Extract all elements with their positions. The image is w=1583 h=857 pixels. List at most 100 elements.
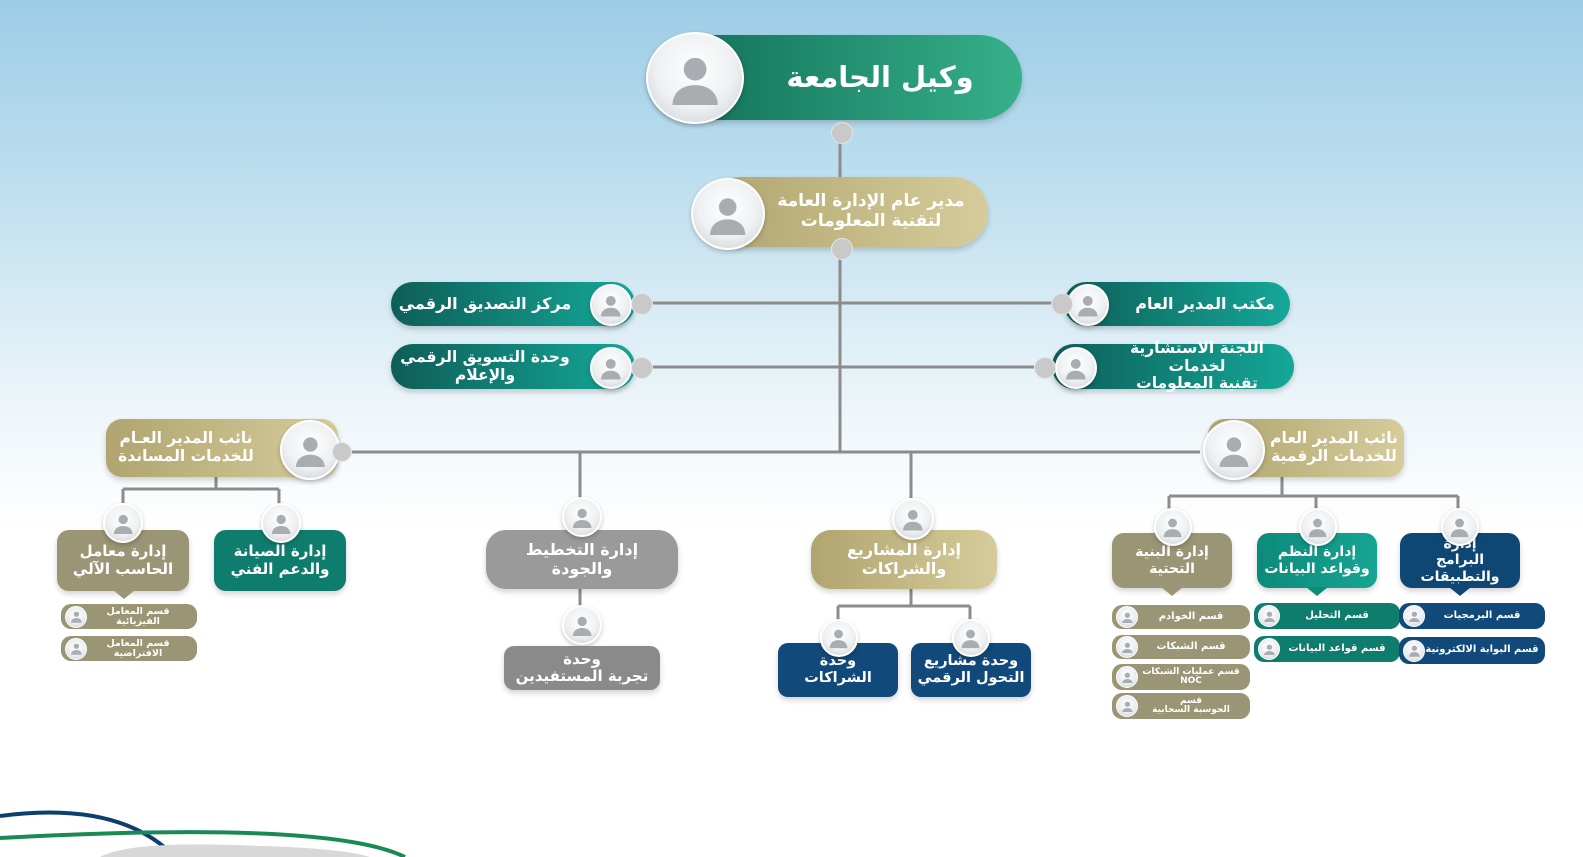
e-portal-section[interactable]: قسم البوابة الالكترونية	[1399, 637, 1545, 664]
deputy-support-line1: نائب المدير العـام	[119, 429, 253, 448]
noc-section[interactable]: قسم عمليات الشبكات NOC	[1112, 664, 1250, 690]
person-icon	[295, 436, 325, 468]
vice-rector-label: وكيل الجامعة	[786, 59, 974, 94]
digital-transformation-line1: وحدة مشاريع	[923, 653, 1019, 670]
maintenance-line2: والدعم الفني	[230, 559, 330, 578]
computer-labs-line1: إدارة معامل	[79, 542, 167, 561]
connector-dot	[332, 442, 352, 462]
beneficiary-experience-unit-box[interactable]: وحدة تجربة المستفيدين	[504, 646, 660, 690]
partnerships-avatar	[820, 619, 858, 657]
analysis-section[interactable]: قسم التحليل	[1254, 603, 1400, 629]
apps-avatar	[1441, 508, 1479, 546]
systems-line1: إدارة النظم	[1277, 544, 1357, 561]
computer-labs-avatar	[103, 503, 143, 543]
projects-line1: إدارة المشاريع	[846, 540, 962, 560]
section-label: NOC	[1180, 676, 1202, 686]
deputy-support-line2: للخدمات المساندة	[118, 447, 254, 465]
apps-line2: البرامج والتطبيقات	[1420, 552, 1500, 585]
projects-partnerships-dept-box[interactable]: إدارة المشاريع والشراكات	[811, 530, 997, 589]
physical-labs-section[interactable]: قسم المعامل الفيزيائية	[61, 604, 197, 629]
director-general-line2: لتقنية المعلومات	[800, 211, 942, 231]
infrastructure-dept-box[interactable]: إدارة البنية التحتية	[1112, 533, 1232, 588]
section-label: قسم المعامل	[106, 637, 170, 649]
person-icon	[1116, 666, 1138, 688]
digital-transformation-avatar	[952, 619, 990, 657]
director-general-avatar	[691, 178, 765, 250]
connector-dot	[1051, 293, 1073, 315]
person-icon	[65, 605, 87, 628]
person-icon	[1258, 605, 1280, 627]
person-icon	[1403, 605, 1425, 627]
section-label: الفيزيائية	[116, 615, 160, 627]
digital-transformation-line2: التحول الرقمي	[917, 670, 1025, 686]
pointer-triangle	[1306, 587, 1328, 596]
deputy-support-avatar	[280, 420, 340, 480]
networks-section[interactable]: قسم الشبكات	[1112, 635, 1250, 659]
person-icon	[271, 514, 291, 535]
gm-office-label: مكتب المدير العام	[1135, 293, 1275, 313]
partnerships-line2: الشراكات	[804, 670, 872, 686]
planning-avatar	[562, 497, 602, 537]
systems-line2: وقواعد البيانات	[1264, 560, 1370, 577]
digital-marketing-avatar	[590, 347, 632, 389]
deputy-digital-avatar	[1203, 420, 1265, 480]
person-icon	[672, 57, 718, 106]
planning-line2: والجودة	[551, 558, 613, 578]
virtual-labs-section[interactable]: قسم المعامل الافتراضية	[61, 636, 197, 661]
person-icon	[65, 637, 87, 660]
person-icon	[1116, 695, 1138, 717]
person-icon	[1309, 519, 1327, 538]
person-icon	[1164, 519, 1182, 538]
advisory-committee-line2: تقنية المعلومات	[1136, 374, 1258, 393]
person-icon	[1078, 296, 1098, 317]
beneficiary-line1: وحدة	[563, 649, 601, 668]
digital-marketing-unit-box[interactable]: وحدة التسويق الرقمي والإعلام	[391, 344, 635, 389]
section-label: قسم المعامل	[106, 605, 170, 617]
person-icon	[601, 359, 621, 380]
pointer-triangle	[1449, 587, 1471, 596]
systems-avatar	[1299, 508, 1337, 546]
person-icon	[1116, 636, 1138, 658]
databases-section[interactable]: قسم قواعد البيانات	[1254, 636, 1400, 662]
cloud-computing-section[interactable]: قسم الحوسبة السحابية	[1112, 693, 1250, 719]
person-icon	[1451, 519, 1469, 538]
partnerships-line1: وحدة	[819, 653, 857, 670]
computer-labs-line2: الحاسب الآلي	[72, 559, 174, 578]
section-label: الحوسبة السحابية	[1152, 705, 1230, 715]
maintenance-support-dept-box[interactable]: إدارة الصيانة والدعم الفني	[214, 530, 346, 591]
section-label: قسم قواعد البيانات	[1288, 642, 1386, 654]
section-label: قسم البوابة الالكترونية	[1425, 644, 1539, 656]
planning-line1: إدارة التخطيط	[525, 540, 639, 560]
advisory-committee-box[interactable]: اللجنة الاستشارية لخدمات تقنية المعلومات	[1052, 339, 1294, 392]
advisory-committee-line1: اللجنة الاستشارية لخدمات	[1130, 338, 1264, 375]
digital-certification-center-avatar	[590, 284, 632, 326]
infrastructure-line1: إدارة البنية	[1135, 544, 1209, 561]
software-section[interactable]: قسم البرمجيات	[1399, 603, 1545, 629]
vice-rector-avatar	[646, 32, 744, 124]
pointer-triangle	[113, 590, 135, 599]
maintenance-avatar	[261, 503, 301, 543]
section-label: قسم	[1179, 695, 1203, 706]
person-icon	[830, 630, 848, 649]
connector-dot	[1034, 357, 1056, 379]
director-general-line1: مدير عام الإدارة العامة	[777, 191, 965, 212]
projects-avatar	[892, 498, 934, 540]
pointer-triangle	[1161, 587, 1183, 596]
infrastructure-line2: التحتية	[1149, 560, 1195, 577]
planning-quality-dept-box[interactable]: إدارة التخطيط والجودة	[486, 530, 678, 589]
person-icon	[1116, 606, 1138, 628]
computer-labs-dept-box[interactable]: إدارة معامل الحاسب الآلي	[57, 530, 189, 591]
servers-section[interactable]: قسم الخوادم	[1112, 605, 1250, 629]
section-label: قسم الخوادم	[1158, 610, 1224, 622]
connector-dot	[631, 357, 653, 379]
person-icon	[113, 514, 133, 535]
section-label: قسم البرمجيات	[1443, 609, 1521, 621]
person-icon	[572, 508, 592, 529]
person-icon	[962, 630, 980, 649]
person-icon	[572, 616, 592, 637]
section-label: قسم التحليل	[1305, 609, 1369, 621]
digital-transformation-unit-box[interactable]: وحدة مشاريع التحول الرقمي	[911, 643, 1031, 697]
connector-dot	[831, 122, 853, 144]
